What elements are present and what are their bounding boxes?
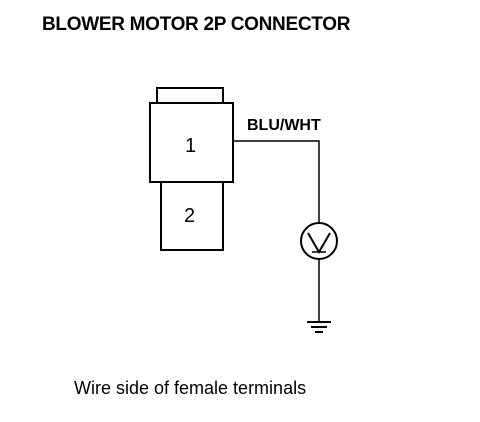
diagram-title: BLOWER MOTOR 2P CONNECTOR [42, 14, 351, 35]
diagram-caption: Wire side of female terminals [74, 378, 307, 398]
terminal-1-cavity [149, 102, 234, 183]
wire-blu-wht [233, 140, 320, 223]
terminal-1-number: 1 [185, 135, 196, 157]
wire-color-label: BLU/WHT [247, 117, 321, 134]
connector-latch [156, 87, 224, 104]
voltmeter-icon [300, 222, 338, 260]
terminal-2-cavity [160, 181, 224, 251]
ground-icon [307, 321, 331, 333]
terminal-2-number: 2 [184, 205, 195, 227]
